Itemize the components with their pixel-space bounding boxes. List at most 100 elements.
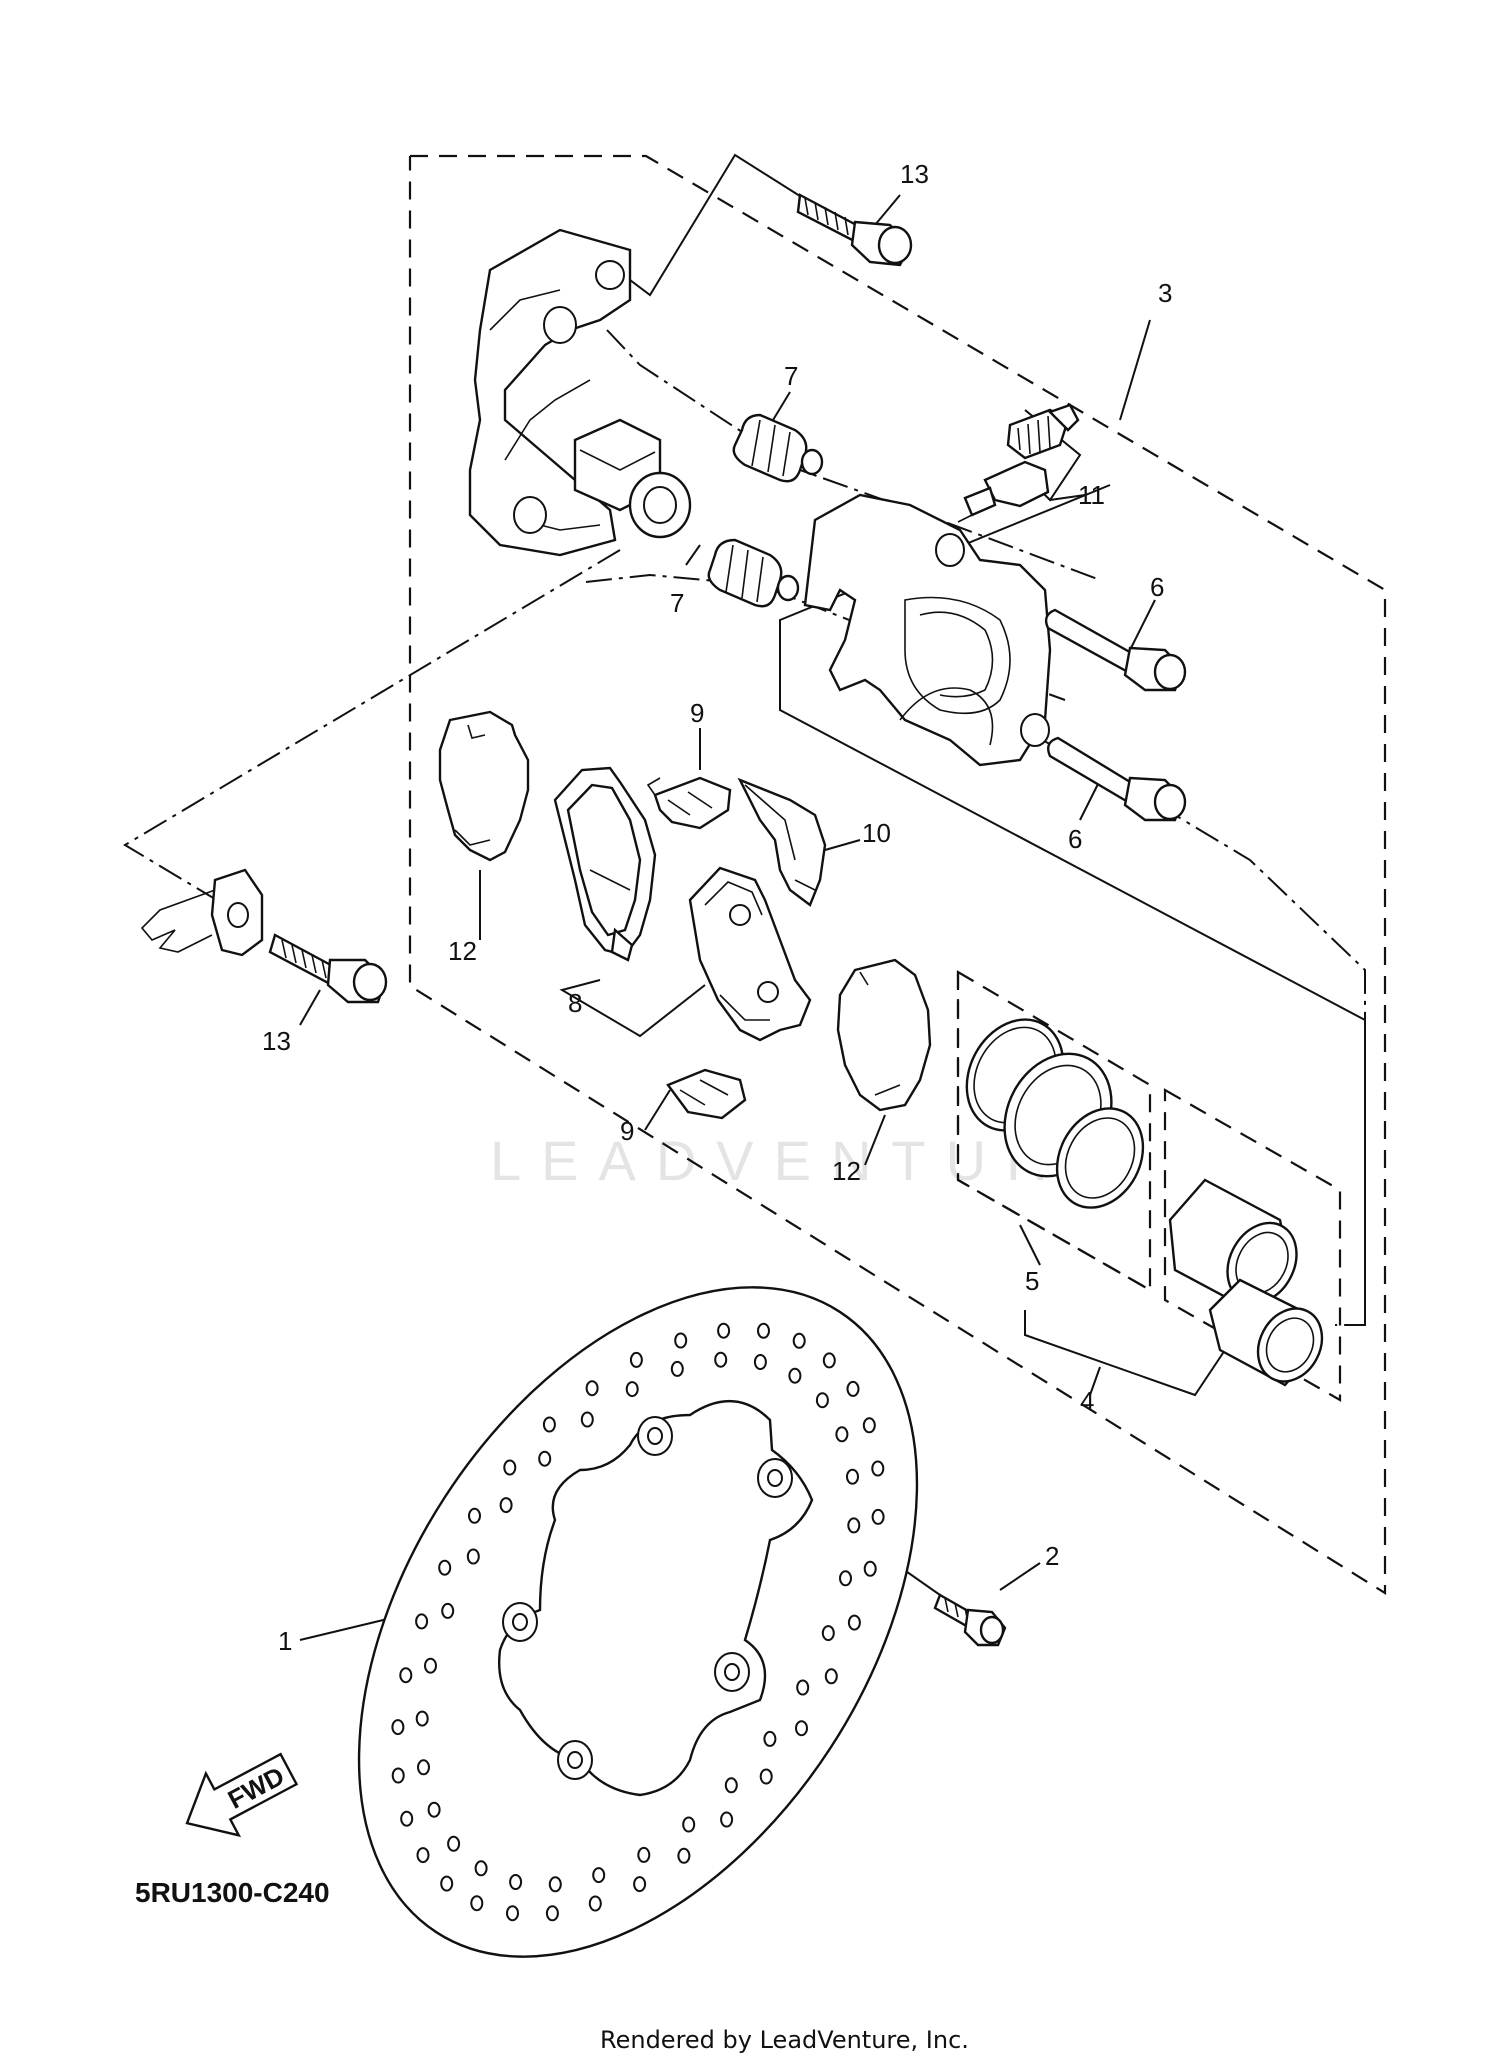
vent-hole <box>724 1777 738 1794</box>
callout-7-upper: 7 <box>784 361 798 391</box>
vent-hole <box>438 1559 452 1576</box>
disc-vent-holes <box>391 1322 885 1922</box>
bleed-screw-11[interactable] <box>957 403 1080 523</box>
hose-clip[interactable] <box>140 868 264 957</box>
pad-support-10[interactable] <box>737 777 827 907</box>
vent-hole <box>682 1816 696 1833</box>
vent-hole <box>871 1508 885 1525</box>
vent-hole <box>592 1867 606 1884</box>
vent-hole <box>548 1876 562 1893</box>
vent-hole <box>499 1497 513 1514</box>
vent-hole <box>506 1905 519 1922</box>
vent-hole <box>839 1570 852 1587</box>
vent-hole <box>400 1810 414 1827</box>
fwd-arrow-icon: FWD <box>185 1752 299 1838</box>
brake-pad-8-right[interactable] <box>688 866 812 1042</box>
vent-hole <box>637 1846 651 1863</box>
callout-5: 5 <box>1025 1266 1039 1296</box>
vent-hole <box>674 1332 688 1349</box>
pin-6-lower[interactable] <box>1047 736 1187 822</box>
callout-8: 8 <box>568 988 582 1018</box>
pad-shim-12-left[interactable] <box>438 710 530 862</box>
vent-hole <box>871 1460 885 1477</box>
vent-hole <box>759 1768 773 1785</box>
vent-hole <box>447 1835 461 1852</box>
vent-hole <box>670 1360 684 1377</box>
vent-hole <box>815 1392 829 1409</box>
callout-7-lower: 7 <box>670 588 684 618</box>
callout-12-left: 12 <box>448 936 477 966</box>
caliper-bracket[interactable] <box>468 228 692 557</box>
vent-hole <box>753 1354 767 1370</box>
brake-disc-1[interactable] <box>244 1186 1033 2057</box>
vent-hole <box>427 1801 441 1818</box>
bolt-13-top[interactable] <box>796 193 913 267</box>
vent-hole <box>585 1380 599 1397</box>
watermark: LEADVENTURE <box>490 1129 1124 1192</box>
seal-5[interactable] <box>948 1003 1160 1223</box>
callout-9-upper: 9 <box>690 698 704 728</box>
vent-hole <box>399 1667 413 1684</box>
boot-7-lower[interactable] <box>707 538 800 608</box>
pad-spring-9-lower[interactable] <box>666 1068 747 1120</box>
vent-hole <box>720 1811 734 1828</box>
vent-hole <box>424 1657 437 1674</box>
vent-hole <box>714 1351 728 1368</box>
vent-hole <box>862 1417 876 1434</box>
vent-hole <box>625 1381 639 1398</box>
vent-hole <box>545 1905 559 1922</box>
vent-hole <box>503 1459 517 1476</box>
callout-9-lower: 9 <box>620 1116 634 1146</box>
vent-hole <box>588 1895 602 1912</box>
vent-hole <box>474 1860 488 1877</box>
callout-labels: 1 2 3 4 5 6 6 7 7 8 9 9 10 11 12 12 13 1… <box>262 159 1172 1656</box>
vent-hole <box>415 1613 429 1630</box>
vent-hole <box>846 1380 860 1397</box>
pad-spring-9-upper[interactable] <box>646 776 732 830</box>
brake-pad-8-left[interactable] <box>553 766 657 962</box>
vent-hole <box>846 1468 859 1485</box>
vent-hole <box>542 1416 556 1433</box>
diagram-code: 5RU1300-C240 <box>135 1877 330 1908</box>
vent-hole <box>757 1322 770 1339</box>
vent-hole <box>470 1895 484 1912</box>
disc-bolt-2[interactable] <box>933 1593 1007 1647</box>
vent-hole <box>795 1720 808 1737</box>
vent-hole <box>629 1351 643 1368</box>
vent-hole <box>391 1719 405 1736</box>
bolt-13-bottom[interactable] <box>268 933 388 1004</box>
vent-hole <box>468 1507 481 1524</box>
callout-13-bottom: 13 <box>262 1026 291 1056</box>
vent-hole <box>821 1625 835 1642</box>
callout-6-lower: 6 <box>1068 824 1082 854</box>
vent-hole <box>863 1560 877 1577</box>
caliper-body[interactable] <box>803 493 1052 767</box>
vent-hole <box>391 1767 405 1784</box>
callout-11: 11 <box>1078 480 1105 510</box>
vent-hole <box>466 1548 480 1565</box>
callout-1: 1 <box>278 1626 292 1656</box>
callout-6-upper: 6 <box>1150 572 1164 602</box>
vent-hole <box>417 1759 430 1776</box>
seal-kit-boundary <box>956 970 1152 1292</box>
callout-3: 3 <box>1158 278 1172 308</box>
vent-hole <box>416 1847 430 1864</box>
vent-hole <box>440 1875 454 1892</box>
piston-4[interactable] <box>1168 1178 1334 1393</box>
vent-hole <box>763 1730 777 1747</box>
vent-hole <box>717 1322 731 1339</box>
vent-hole <box>788 1367 802 1384</box>
boot-7-upper[interactable] <box>732 413 824 483</box>
callout-2: 2 <box>1045 1541 1059 1571</box>
piston-kit-boundary <box>1163 1088 1342 1402</box>
vent-hole <box>509 1874 523 1890</box>
pin-6-upper[interactable] <box>1044 608 1187 692</box>
vent-hole <box>822 1352 836 1369</box>
vent-hole <box>441 1602 455 1619</box>
vent-hole <box>847 1614 861 1631</box>
callout-4: 4 <box>1080 1386 1094 1416</box>
vent-hole <box>824 1668 838 1685</box>
pad-shim-12-right[interactable] <box>836 958 932 1112</box>
vent-hole <box>415 1710 429 1727</box>
